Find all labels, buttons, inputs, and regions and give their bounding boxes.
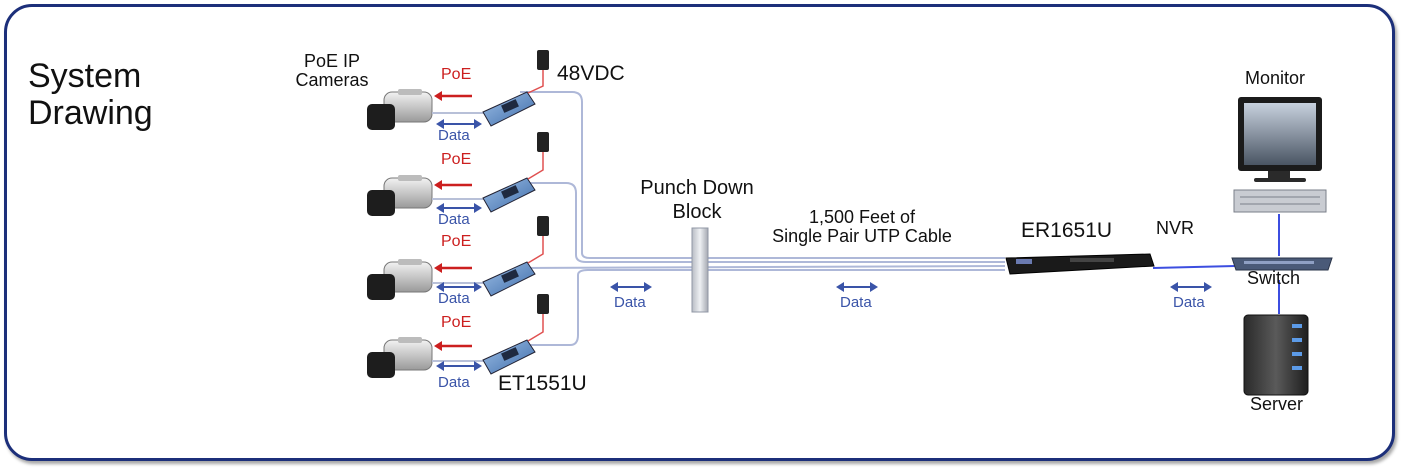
camera-row-2 <box>367 132 549 216</box>
monitor-label: Monitor <box>1245 68 1306 88</box>
receiver-label: ER1651U <box>1021 219 1113 242</box>
transmitter-icon <box>482 177 536 213</box>
cable-label-line-1: 1,500 Feet of <box>808 207 916 227</box>
data-label-cable: Data <box>840 294 872 311</box>
camera-icon <box>367 259 433 300</box>
receiver-device-icon <box>1005 253 1155 275</box>
poe-label-3: PoE <box>441 233 472 250</box>
server-icon <box>1243 314 1309 396</box>
transmitter-icon <box>482 91 536 127</box>
diagram-title: System Drawing <box>28 58 153 132</box>
camera-icon <box>367 89 433 130</box>
nvr-label: NVR <box>1156 218 1195 238</box>
data-label-punch: Data <box>614 294 646 311</box>
server-label: Server <box>1250 394 1304 414</box>
transmitter-icon <box>482 339 536 375</box>
power-adapter-icon <box>527 132 549 180</box>
data-label-nvr: Data <box>1173 294 1205 311</box>
data-label-1: Data <box>438 127 470 144</box>
nvr-device-icon <box>1233 189 1327 213</box>
camera-icon <box>367 337 433 378</box>
data-label-2: Data <box>438 211 470 228</box>
punch-down-label: Punch Down Block <box>612 176 782 224</box>
poe-label-4: PoE <box>441 314 472 331</box>
data-label-4: Data <box>438 374 470 391</box>
title-line-1: System <box>28 57 142 95</box>
punch-down-label-line-2: Block <box>672 201 722 223</box>
cable-label-line-2: Single Pair UTP Cable <box>772 226 952 246</box>
switch-label: Switch <box>1247 268 1301 288</box>
data-arrows <box>436 119 1212 371</box>
poe-arrows <box>434 91 472 351</box>
punch-down-label-line-1: Punch Down <box>640 177 754 199</box>
title-line-2: Drawing <box>28 94 153 132</box>
data-label-3: Data <box>438 290 470 307</box>
uplink-cables <box>519 91 1006 346</box>
camera-icon <box>367 175 433 216</box>
cameras-label-line-1: PoE IP <box>303 51 361 71</box>
power-adapter-icon <box>527 216 549 264</box>
cameras-label: PoE IP Cameras <box>292 52 372 90</box>
transmitter-icon <box>482 261 536 297</box>
power-adapter-icon <box>527 50 549 94</box>
camera-row-4 <box>367 294 549 378</box>
switch-device-icon <box>1231 257 1333 271</box>
cameras-label-line-2: Cameras <box>295 70 369 90</box>
power-adapter-icon <box>527 294 549 342</box>
poe-label-1: PoE <box>441 66 472 83</box>
cable-label: 1,500 Feet of Single Pair UTP Cable <box>752 208 972 246</box>
poe-label-2: PoE <box>441 151 472 168</box>
power-label: 48VDC <box>557 62 625 85</box>
camera-row-3 <box>367 216 549 300</box>
nvr-links <box>1152 214 1280 314</box>
transmitter-label: ET1551U <box>498 372 587 395</box>
monitor-icon <box>1238 97 1322 182</box>
camera-row-1 <box>367 50 549 130</box>
punch-down-block-icon <box>691 227 709 313</box>
